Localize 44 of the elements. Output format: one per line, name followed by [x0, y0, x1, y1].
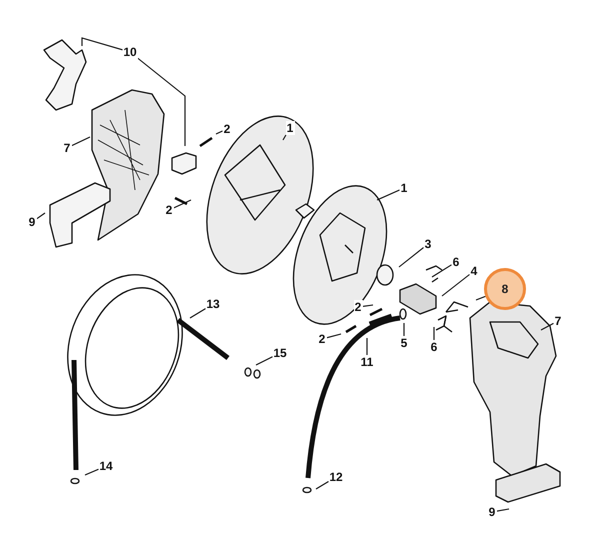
callout-number: 3	[424, 237, 432, 251]
leader-line	[476, 296, 486, 301]
leader-line	[84, 468, 99, 476]
callout-number: 11	[360, 355, 374, 369]
leader-line	[81, 37, 123, 50]
callout-number: 2	[318, 332, 326, 346]
callout-number: 2	[164, 203, 174, 217]
leader-line	[398, 247, 424, 268]
leader-line	[256, 356, 273, 366]
leader-line	[36, 212, 46, 220]
callout-number: 2	[222, 122, 232, 136]
leader-line	[362, 304, 374, 307]
callout-number: 6	[430, 340, 438, 354]
callout-number: 1	[400, 181, 408, 195]
leader-line	[190, 308, 206, 318]
callout-number: 14	[98, 459, 114, 473]
leader-line	[282, 134, 286, 140]
leader-line	[216, 130, 223, 134]
leader-line	[540, 322, 554, 330]
callout-number: 12	[328, 470, 344, 484]
callout-number: 9	[488, 505, 496, 519]
callout-number: 5	[400, 336, 408, 350]
leader-line	[442, 274, 470, 296]
callout-number: 7	[554, 314, 562, 328]
leader-line	[173, 200, 192, 208]
leader-line	[403, 323, 405, 336]
callout-number: 7	[62, 141, 72, 155]
leader-line	[376, 190, 400, 200]
leader-line	[71, 136, 90, 146]
callout-number: 10	[122, 45, 138, 59]
callout-number: 9	[28, 215, 36, 229]
leader-line	[433, 327, 435, 340]
leader-line	[137, 58, 186, 146]
callout-number: 6	[452, 255, 460, 269]
leader-line	[316, 481, 329, 490]
leader-line	[366, 338, 368, 355]
callout-number: 2	[354, 300, 362, 314]
leader-line	[326, 333, 342, 338]
callout-number: 13	[206, 297, 220, 311]
leader-line	[432, 264, 452, 278]
leader-line	[496, 508, 510, 512]
callout-number: 4	[470, 264, 478, 278]
callout-number: 15	[272, 346, 288, 360]
highlighted-callout-number: 8	[484, 268, 526, 310]
